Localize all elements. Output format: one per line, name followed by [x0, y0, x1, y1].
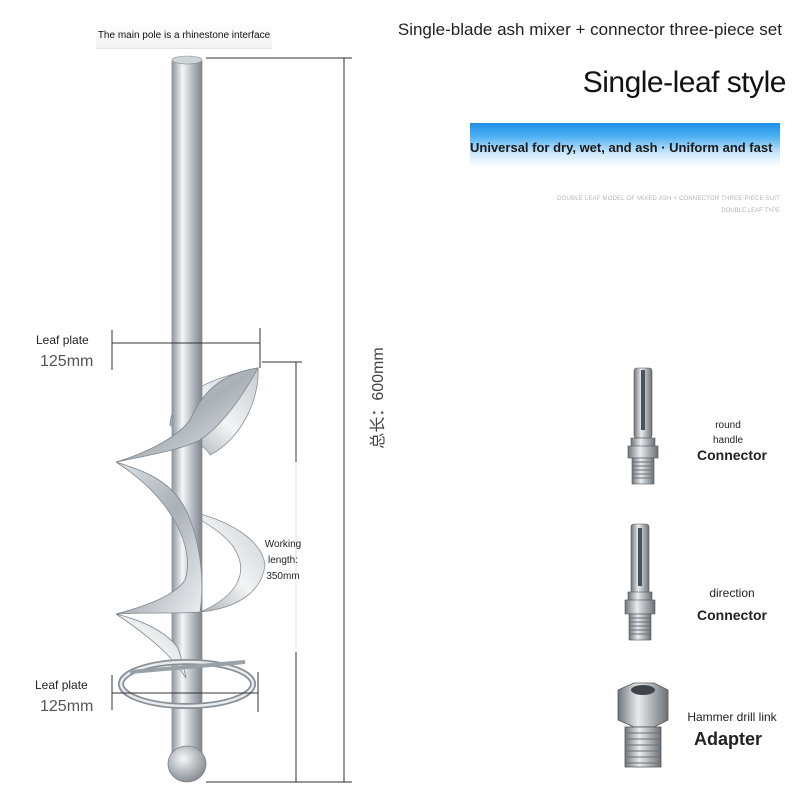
working-length-line3: 350mm	[266, 571, 300, 582]
bottom-ring	[118, 659, 256, 709]
ball-end	[167, 745, 207, 783]
square-shank-connector-icon	[624, 523, 656, 641]
pole-interface-label: The main pole is a rhinestone interface	[96, 22, 272, 49]
direction-connector-caption: Connector	[697, 607, 767, 623]
round-shank-connector-icon	[627, 367, 659, 485]
direction-connector-caption-small: direction	[709, 586, 755, 600]
bottom-leaf-plate-size: 125mm	[40, 698, 94, 715]
hex-adapter-icon	[617, 682, 669, 768]
fine-print-line-1: DOUBLE LEAF MODEL OF MIXED ASH + CONNECT…	[557, 196, 780, 202]
working-length-line2: length:	[267, 555, 299, 566]
set-title: Single-blade ash mixer + connector three…	[397, 20, 782, 39]
top-leaf-plate-size: 125mm	[40, 353, 94, 370]
adapter-caption: Adapter	[693, 729, 762, 749]
working-length-label: Working length: 350mm	[262, 537, 304, 585]
bottom-leaf-plate-label: Leaf plate	[35, 678, 88, 692]
blue-banner	[470, 123, 780, 167]
helix-blade-front	[115, 367, 259, 679]
style-title: Single-leaf style	[582, 66, 787, 99]
top-leaf-plate-label: Leaf plate	[36, 333, 89, 347]
banner-text: Universal for dry, wet, and ash · Unifor…	[470, 140, 773, 155]
round-connector-caption-small-2: handle	[712, 435, 744, 446]
adapter-caption-small: Hammer drill link	[687, 710, 777, 724]
working-length-line1: Working	[264, 539, 302, 550]
round-connector-caption: Connector	[697, 447, 767, 463]
round-connector-caption-small-1: round	[715, 420, 741, 431]
fine-print-line-2: DOUBLE LEAF TYPE	[721, 208, 780, 214]
